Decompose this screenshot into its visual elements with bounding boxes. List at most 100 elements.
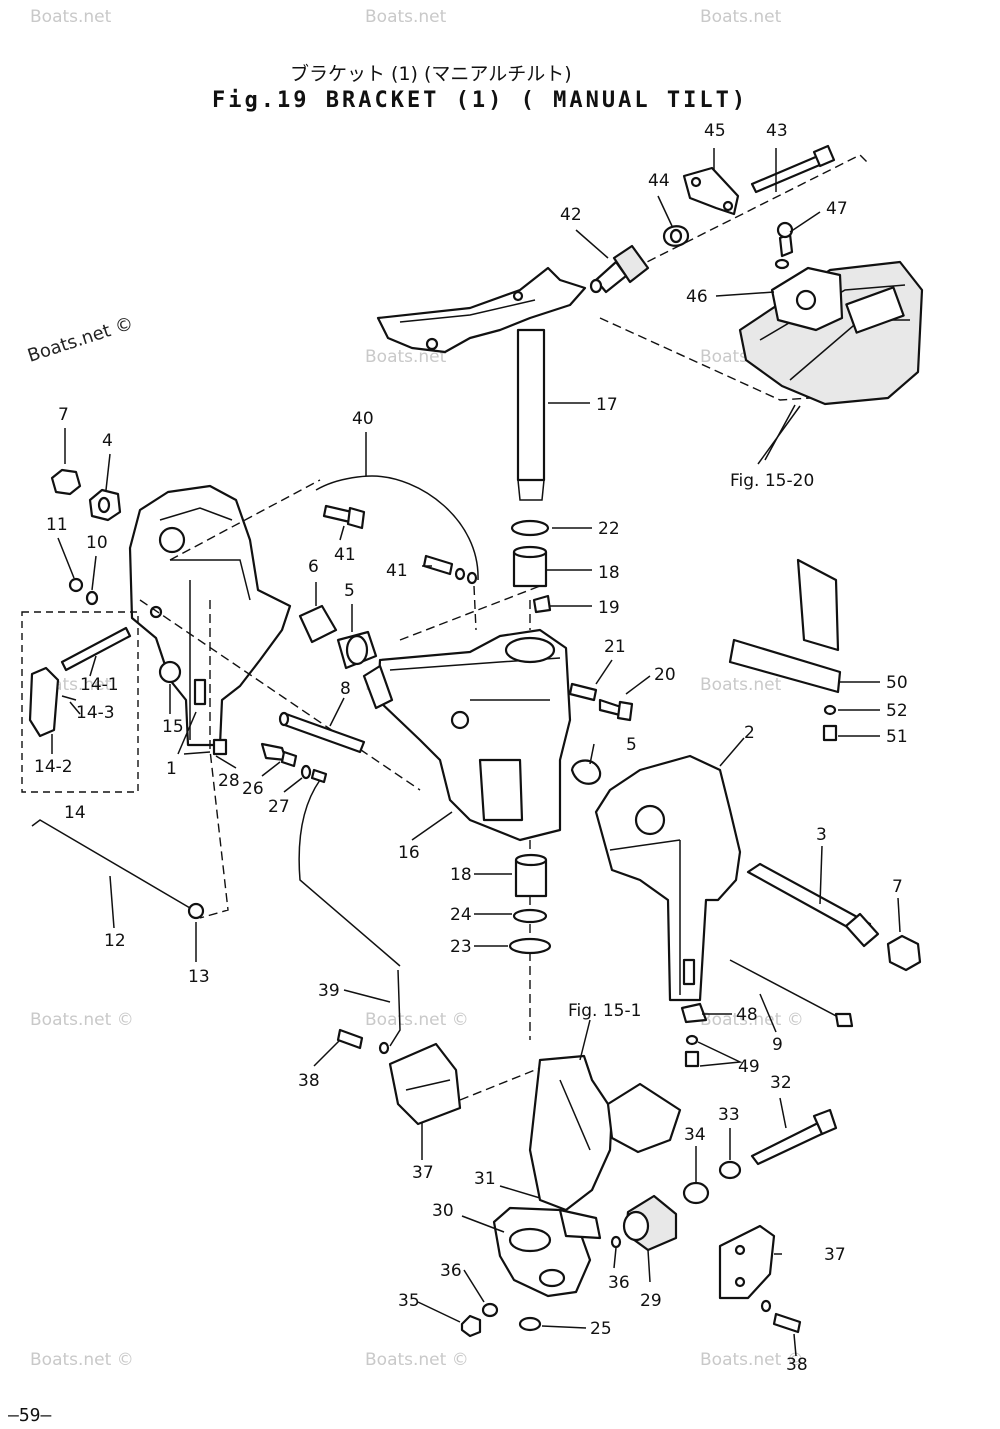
callout: 32 — [770, 1073, 792, 1093]
pin-8 — [280, 712, 366, 754]
callout: 12 — [104, 931, 126, 951]
figure-ref: Fig. 15-20 — [730, 471, 814, 491]
callout: 37 — [412, 1163, 434, 1183]
nut-7 — [886, 934, 922, 972]
watermark: Boats.net © — [25, 313, 136, 367]
bolt-43 — [750, 154, 824, 194]
figure-ref: Fig. 15-1 — [568, 1001, 641, 1021]
watermark: Boats.net — [700, 675, 782, 695]
connector — [599, 317, 811, 401]
callout: 36 — [440, 1261, 462, 1281]
callout: 48 — [736, 1005, 758, 1025]
connector — [139, 599, 421, 791]
callout: 38 — [298, 1071, 320, 1091]
connector — [169, 479, 321, 561]
callout: 29 — [640, 1291, 662, 1311]
spring-14-1 — [60, 626, 132, 672]
watermark: Boats.net © — [30, 1350, 134, 1370]
callout: 34 — [684, 1125, 706, 1145]
washer-36 — [610, 1235, 622, 1249]
callout: 8 — [340, 679, 351, 699]
callout: 4 — [102, 431, 113, 451]
callout: 1 — [166, 759, 177, 779]
watermark: Boats.net © — [365, 1010, 469, 1030]
watermark: Boats.net — [30, 7, 112, 27]
nut-7 — [50, 468, 82, 496]
callout: 22 — [598, 519, 620, 539]
watermark: Boats.net — [365, 347, 447, 367]
callout: 14-1 — [80, 675, 119, 695]
connector — [199, 600, 229, 919]
callout: 47 — [826, 199, 848, 219]
callout: 14-2 — [34, 757, 73, 777]
callout: 20 — [654, 665, 676, 685]
callout: 37 — [824, 1245, 846, 1265]
callout: 24 — [450, 905, 472, 925]
callout: 25 — [590, 1319, 612, 1339]
spring-21 — [568, 682, 598, 702]
title-english: Fig.19 BRACKET (1) ( MANUAL TILT) — [212, 88, 748, 113]
callout: 23 — [450, 937, 472, 957]
callout: 49 — [738, 1057, 760, 1077]
swivel-arm-31 — [528, 1054, 614, 1212]
washer-23 — [508, 937, 552, 955]
wire-39 — [389, 969, 401, 1047]
watermark: Boats.net © — [700, 1010, 804, 1030]
bolt-38 — [772, 1312, 802, 1334]
callout: 11 — [46, 515, 68, 535]
clip-19 — [532, 594, 552, 614]
bolt-32 — [750, 1120, 828, 1166]
washer-34 — [682, 1181, 710, 1205]
callout: 28 — [218, 771, 240, 791]
callout: 30 — [432, 1201, 454, 1221]
washer-5 — [570, 759, 602, 785]
bolt-38 — [336, 1028, 364, 1050]
plate-50 — [728, 638, 842, 694]
bolt-28 — [212, 738, 228, 756]
callout: 39 — [318, 981, 340, 1001]
callout: 16 — [398, 843, 420, 863]
callout: 41 — [334, 545, 356, 565]
part-drawings — [21, 144, 924, 1357]
watermark: Boats.net — [700, 7, 782, 27]
washer-10 — [85, 590, 99, 606]
o-ring-24 — [512, 908, 548, 924]
lever-14-2 — [28, 666, 60, 738]
steering-shaft-17 — [516, 328, 546, 482]
callout: 38 — [786, 1355, 808, 1375]
washer-36 — [481, 1302, 499, 1318]
bolt-49 — [684, 1050, 700, 1068]
callout: 31 — [474, 1169, 496, 1189]
connector — [399, 585, 541, 641]
callout: 43 — [766, 121, 788, 141]
leader-lines — [51, 148, 901, 1357]
callout: 2 — [744, 723, 755, 743]
washer-27 — [300, 764, 312, 780]
callout: 14-3 — [76, 703, 115, 723]
callout: 27 — [268, 797, 290, 817]
callout: 50 — [886, 673, 908, 693]
callout: 46 — [686, 287, 708, 307]
callout: 51 — [886, 727, 908, 747]
callout: 36 — [608, 1273, 630, 1293]
title-japanese: ブラケット (1) (マニアルチルト) — [290, 62, 572, 85]
washer-33 — [718, 1160, 742, 1180]
callout: 7 — [892, 877, 903, 897]
callout: 5 — [626, 735, 637, 755]
callout: 10 — [86, 533, 108, 553]
callouts: 45 43 44 47 42 46 17 7 4 40 11 10 41 6 5… — [34, 121, 908, 1375]
rod-9 — [729, 959, 841, 1019]
callout: 5 — [344, 581, 355, 601]
callout: 26 — [242, 779, 264, 799]
connector — [473, 585, 477, 631]
callout: 18 — [450, 865, 472, 885]
callout: 6 — [308, 557, 319, 577]
watermark: Boats.net © — [30, 1010, 134, 1030]
plate-37 — [388, 1042, 462, 1126]
callout: 17 — [596, 395, 618, 415]
washer-25 — [518, 1316, 542, 1332]
wire-40 — [315, 475, 373, 491]
group-box-14 — [21, 611, 139, 793]
callout: 21 — [604, 637, 626, 657]
